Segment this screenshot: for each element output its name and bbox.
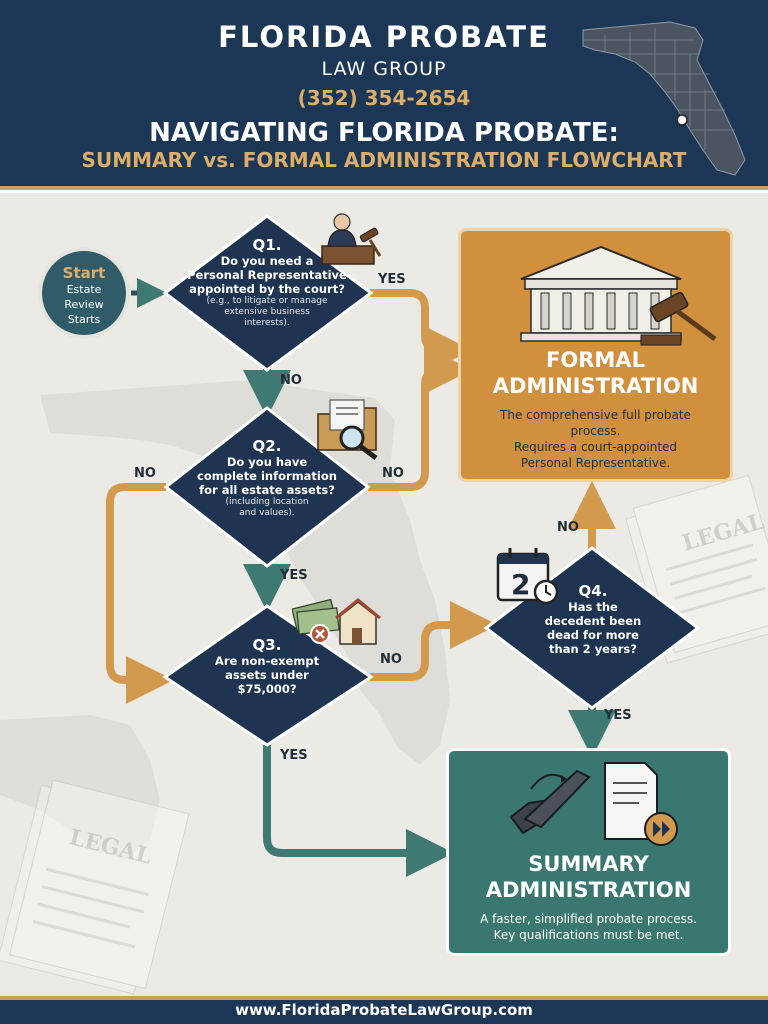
footer-divider	[0, 996, 768, 1000]
gavel-icon	[640, 291, 717, 346]
formal-desc-1: The comprehensive full probate	[500, 408, 691, 422]
start-line1: Estate	[66, 283, 102, 296]
label-q2-yes: YES	[280, 568, 308, 583]
q1-sub3: interests).	[244, 318, 290, 328]
q4-text: Q4. Has the decedent been dead for more …	[528, 582, 658, 656]
money-house-icon	[292, 598, 381, 645]
start-line2: Review	[64, 298, 104, 311]
formal-administration-box: FORMAL ADMINISTRATION The comprehensive …	[458, 228, 733, 482]
q4-line4: than 2 years?	[549, 642, 637, 656]
label-q2-no-left: NO	[134, 466, 156, 481]
arrow-q1-yes	[370, 289, 472, 374]
page-title: NAVIGATING FLORIDA PROBATE:	[149, 118, 619, 148]
start-title: Start	[62, 264, 106, 282]
q3-text: Q3. Are non-exempt assets under $75,000?	[185, 636, 349, 696]
q3-line3: $75,000?	[237, 682, 297, 696]
firm-phone[interactable]: (352) 354-2654	[297, 86, 471, 110]
q4-line3: dead for more	[547, 628, 639, 642]
folder-magnifier-icon	[317, 399, 378, 460]
arrow-q3-no	[370, 601, 498, 681]
firm-name: FLORIDA PROBATE	[218, 20, 550, 54]
label-q3-yes: YES	[280, 748, 308, 763]
q2-line1: Do you have	[226, 455, 308, 469]
q1-line3: appointed by the court?	[189, 282, 345, 296]
start-node: Start Estate Review Starts	[38, 247, 130, 339]
label-q1-no: NO	[280, 373, 302, 388]
q1-sub2: extensive business	[224, 307, 310, 317]
label-q1-yes: YES	[378, 272, 406, 287]
q4-line1: Has the	[568, 600, 618, 614]
label-q2-no-right: NO	[382, 466, 404, 481]
formal-desc-3: Requires a court-appointed	[513, 440, 678, 454]
formal-desc-4: Personal Representative.	[520, 456, 671, 470]
q2-sub2: and values).	[239, 508, 295, 518]
summary-administration-box: SUMMARY ADMINISTRATION A faster, simplif…	[446, 748, 731, 956]
q3-diamond	[162, 604, 374, 747]
arrow-q3-yes	[263, 745, 454, 877]
q3-line2: assets under	[225, 668, 309, 682]
firm-subtitle: LAW GROUP	[321, 58, 447, 80]
q4-number: Q4.	[578, 582, 608, 600]
calendar-number: 2	[511, 568, 530, 601]
summary-desc-1: A faster, simplified probate process.	[480, 912, 697, 926]
q1-text: Q1. Do you need a Personal Representativ…	[178, 236, 356, 329]
start-line3: Starts	[67, 313, 101, 326]
q2-number: Q2.	[252, 437, 282, 455]
summary-title-2: ADMINISTRATION	[485, 878, 692, 902]
courthouse-icon	[520, 245, 717, 346]
q2-line2: complete information	[197, 469, 337, 483]
summary-title-1: SUMMARY	[528, 852, 649, 876]
footer-url[interactable]: www.FloridaProbateLawGroup.com	[235, 1001, 533, 1019]
q1-line2: Personal Representative	[187, 268, 347, 282]
q3-line1: Are non-exempt	[214, 654, 320, 668]
judge-gavel-icon	[321, 213, 382, 265]
q1-line1: Do you need a	[220, 254, 314, 268]
q1-sub1: (e.g., to litigate or manage	[206, 296, 328, 306]
label-q4-yes: YES	[604, 708, 632, 723]
q2-line3: for all estate assets?	[199, 483, 335, 497]
header-divider-white	[0, 190, 768, 193]
formal-title-2: ADMINISTRATION	[492, 374, 699, 398]
footer-band	[0, 1000, 768, 1024]
arrow-q2-no-right	[368, 346, 472, 491]
q2-sub1: (including location	[225, 497, 309, 507]
florida-map-icon	[582, 21, 746, 176]
formal-title-1: FORMAL	[546, 348, 645, 372]
label-q4-no: NO	[557, 520, 579, 535]
q4-line2: decedent been	[544, 614, 642, 628]
calendar-clock-icon: 2	[496, 548, 559, 605]
label-q3-no: NO	[380, 652, 402, 667]
page-subtitle: SUMMARY vs. FORMAL ADMINISTRATION FLOWCH…	[81, 148, 687, 172]
checkmark-icon	[509, 769, 591, 835]
q3-number: Q3.	[252, 636, 282, 654]
document-fastforward-icon	[604, 762, 678, 846]
header-divider	[0, 186, 768, 190]
q1-diamond	[162, 214, 374, 372]
q2-text: Q2. Do you have complete information for…	[178, 437, 356, 519]
arrow-q2-no-left	[106, 483, 174, 704]
summary-desc-2: Key qualifications must be met.	[493, 928, 684, 942]
q1-number: Q1.	[252, 236, 282, 254]
formal-desc-2: process.	[570, 424, 621, 438]
